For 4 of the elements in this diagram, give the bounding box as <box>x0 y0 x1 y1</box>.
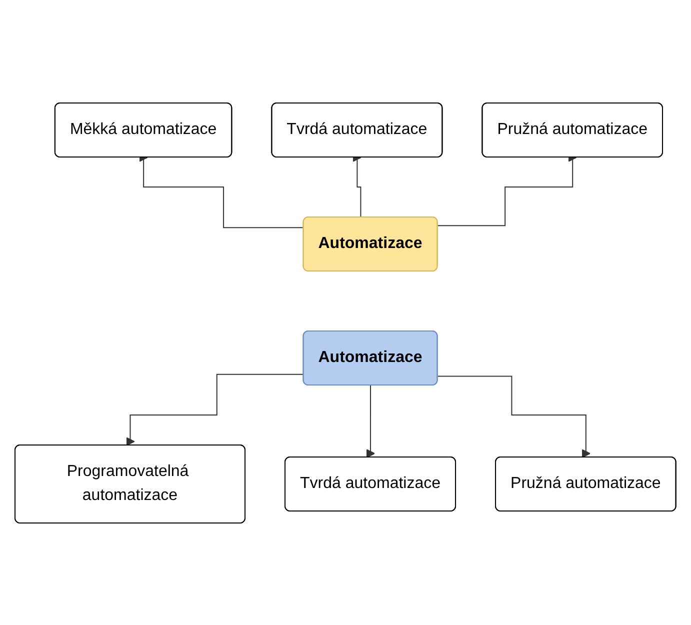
arrow <box>366 384 376 458</box>
arrow <box>437 375 591 458</box>
node-text: Programovatelná automatizace <box>66 462 189 504</box>
arrow <box>126 373 304 446</box>
